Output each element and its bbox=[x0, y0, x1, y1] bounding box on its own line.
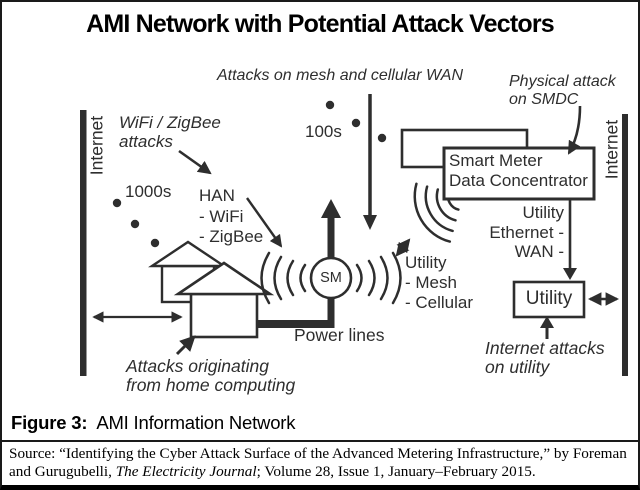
mesh-link-double-arrow bbox=[395, 238, 411, 257]
power-line bbox=[255, 298, 335, 328]
source-journal-name: The Electricity Journal bbox=[115, 462, 257, 480]
wifi-attack-arrow bbox=[178, 149, 212, 175]
smdc-label: Smart Meter Data Concentrator bbox=[449, 151, 588, 190]
source-text-suffix: ; Volume 28, Issue 1, January–February 2… bbox=[256, 462, 536, 480]
figure-caption: Figure 3: AMI Information Network bbox=[11, 412, 295, 434]
wan-attacks-label: Attacks on mesh and cellular WAN bbox=[216, 67, 464, 84]
wifi-zigbee-attacks-label: WiFi / ZigBee attacks bbox=[119, 113, 221, 151]
utility-ethernet-label: Utility Ethernet - WAN - bbox=[489, 203, 564, 261]
power-lines-label: Power lines bbox=[294, 325, 385, 345]
smart-meter-wifi-arcs-icon bbox=[260, 251, 402, 305]
house-front-icon bbox=[173, 261, 275, 339]
han-pointer-arrow bbox=[246, 197, 283, 248]
source-citation: Source: “Identifying the Cyber Attack Su… bbox=[9, 445, 638, 481]
caption-source-divider bbox=[2, 440, 638, 442]
source-text-prefix: Source: “Identifying the Cyber Attack Su… bbox=[9, 445, 627, 480]
utility-box-label: Utility bbox=[525, 288, 573, 309]
utility-box bbox=[512, 280, 586, 319]
home-attacks-label: Attacks originating from home computing bbox=[126, 356, 296, 395]
home-attack-arrow bbox=[175, 335, 196, 356]
physical-attack-arrow bbox=[567, 105, 582, 155]
smart-meter-node bbox=[309, 256, 353, 300]
internet-left-label: Internet bbox=[86, 115, 107, 176]
wan-attack-arrow bbox=[363, 94, 377, 230]
smart-meter-up-arrow bbox=[321, 199, 341, 260]
figure-number: Figure 3: bbox=[11, 412, 88, 433]
internet-attacks-label: Internet attacks on utility bbox=[485, 338, 605, 377]
internet-bar-left bbox=[80, 110, 87, 376]
figure-title: AMI Information Network bbox=[96, 412, 296, 433]
count-1000s-label: 1000s bbox=[125, 182, 172, 201]
physical-attack-label: Physical attack on SMDC bbox=[509, 73, 616, 108]
smdc-box bbox=[442, 146, 596, 201]
utility-mesh-label: Utility - Mesh - Cellular bbox=[405, 253, 474, 312]
page-title: AMI Network with Potential Attack Vector… bbox=[86, 10, 555, 38]
internet-bar-right bbox=[622, 114, 628, 376]
sm-label: SM bbox=[320, 270, 342, 286]
scale-dots-icon bbox=[112, 100, 387, 248]
internet-right-label: Internet bbox=[601, 119, 622, 180]
han-label: HAN - WiFi - ZigBee bbox=[199, 186, 264, 246]
count-100s-label: 100s bbox=[305, 122, 342, 141]
utility-ethernet-arrow bbox=[563, 199, 577, 280]
internet-attack-arrow bbox=[540, 316, 554, 339]
smdc-wifi-arcs-icon bbox=[413, 182, 460, 243]
